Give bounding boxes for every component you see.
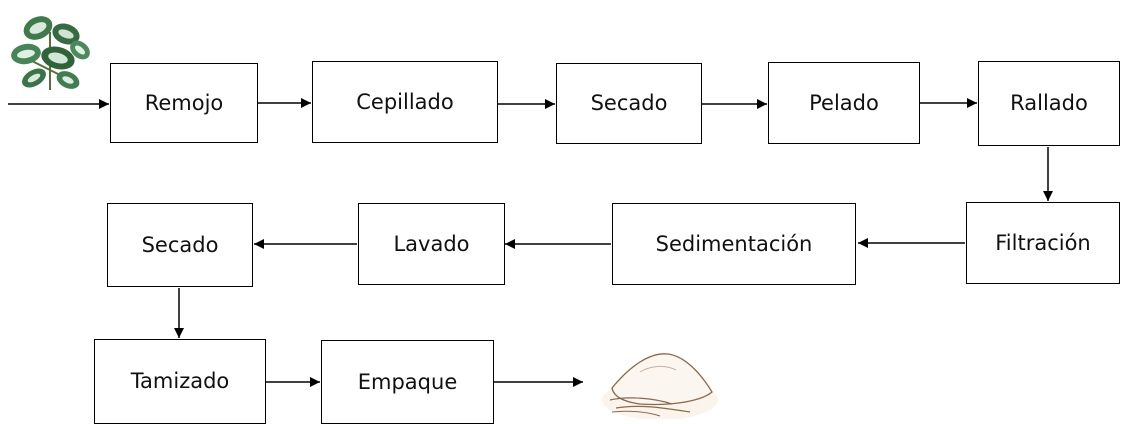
step-sedimentacion: Sedimentación bbox=[612, 203, 856, 285]
step-empaque: Empaque bbox=[321, 340, 494, 424]
step-remojo: Remojo bbox=[110, 63, 258, 143]
step-rallado: Rallado bbox=[978, 61, 1120, 146]
step-pelado: Pelado bbox=[768, 62, 920, 144]
step-secado-2: Secado bbox=[107, 203, 253, 287]
step-lavado: Lavado bbox=[358, 203, 505, 285]
starch-powder-icon bbox=[602, 353, 718, 419]
step-filtracion: Filtración bbox=[966, 202, 1120, 284]
step-tamizado: Tamizado bbox=[94, 339, 266, 424]
step-secado: Secado bbox=[556, 63, 702, 144]
plant-leaves-icon bbox=[11, 16, 90, 90]
step-cepillado: Cepillado bbox=[312, 61, 498, 143]
